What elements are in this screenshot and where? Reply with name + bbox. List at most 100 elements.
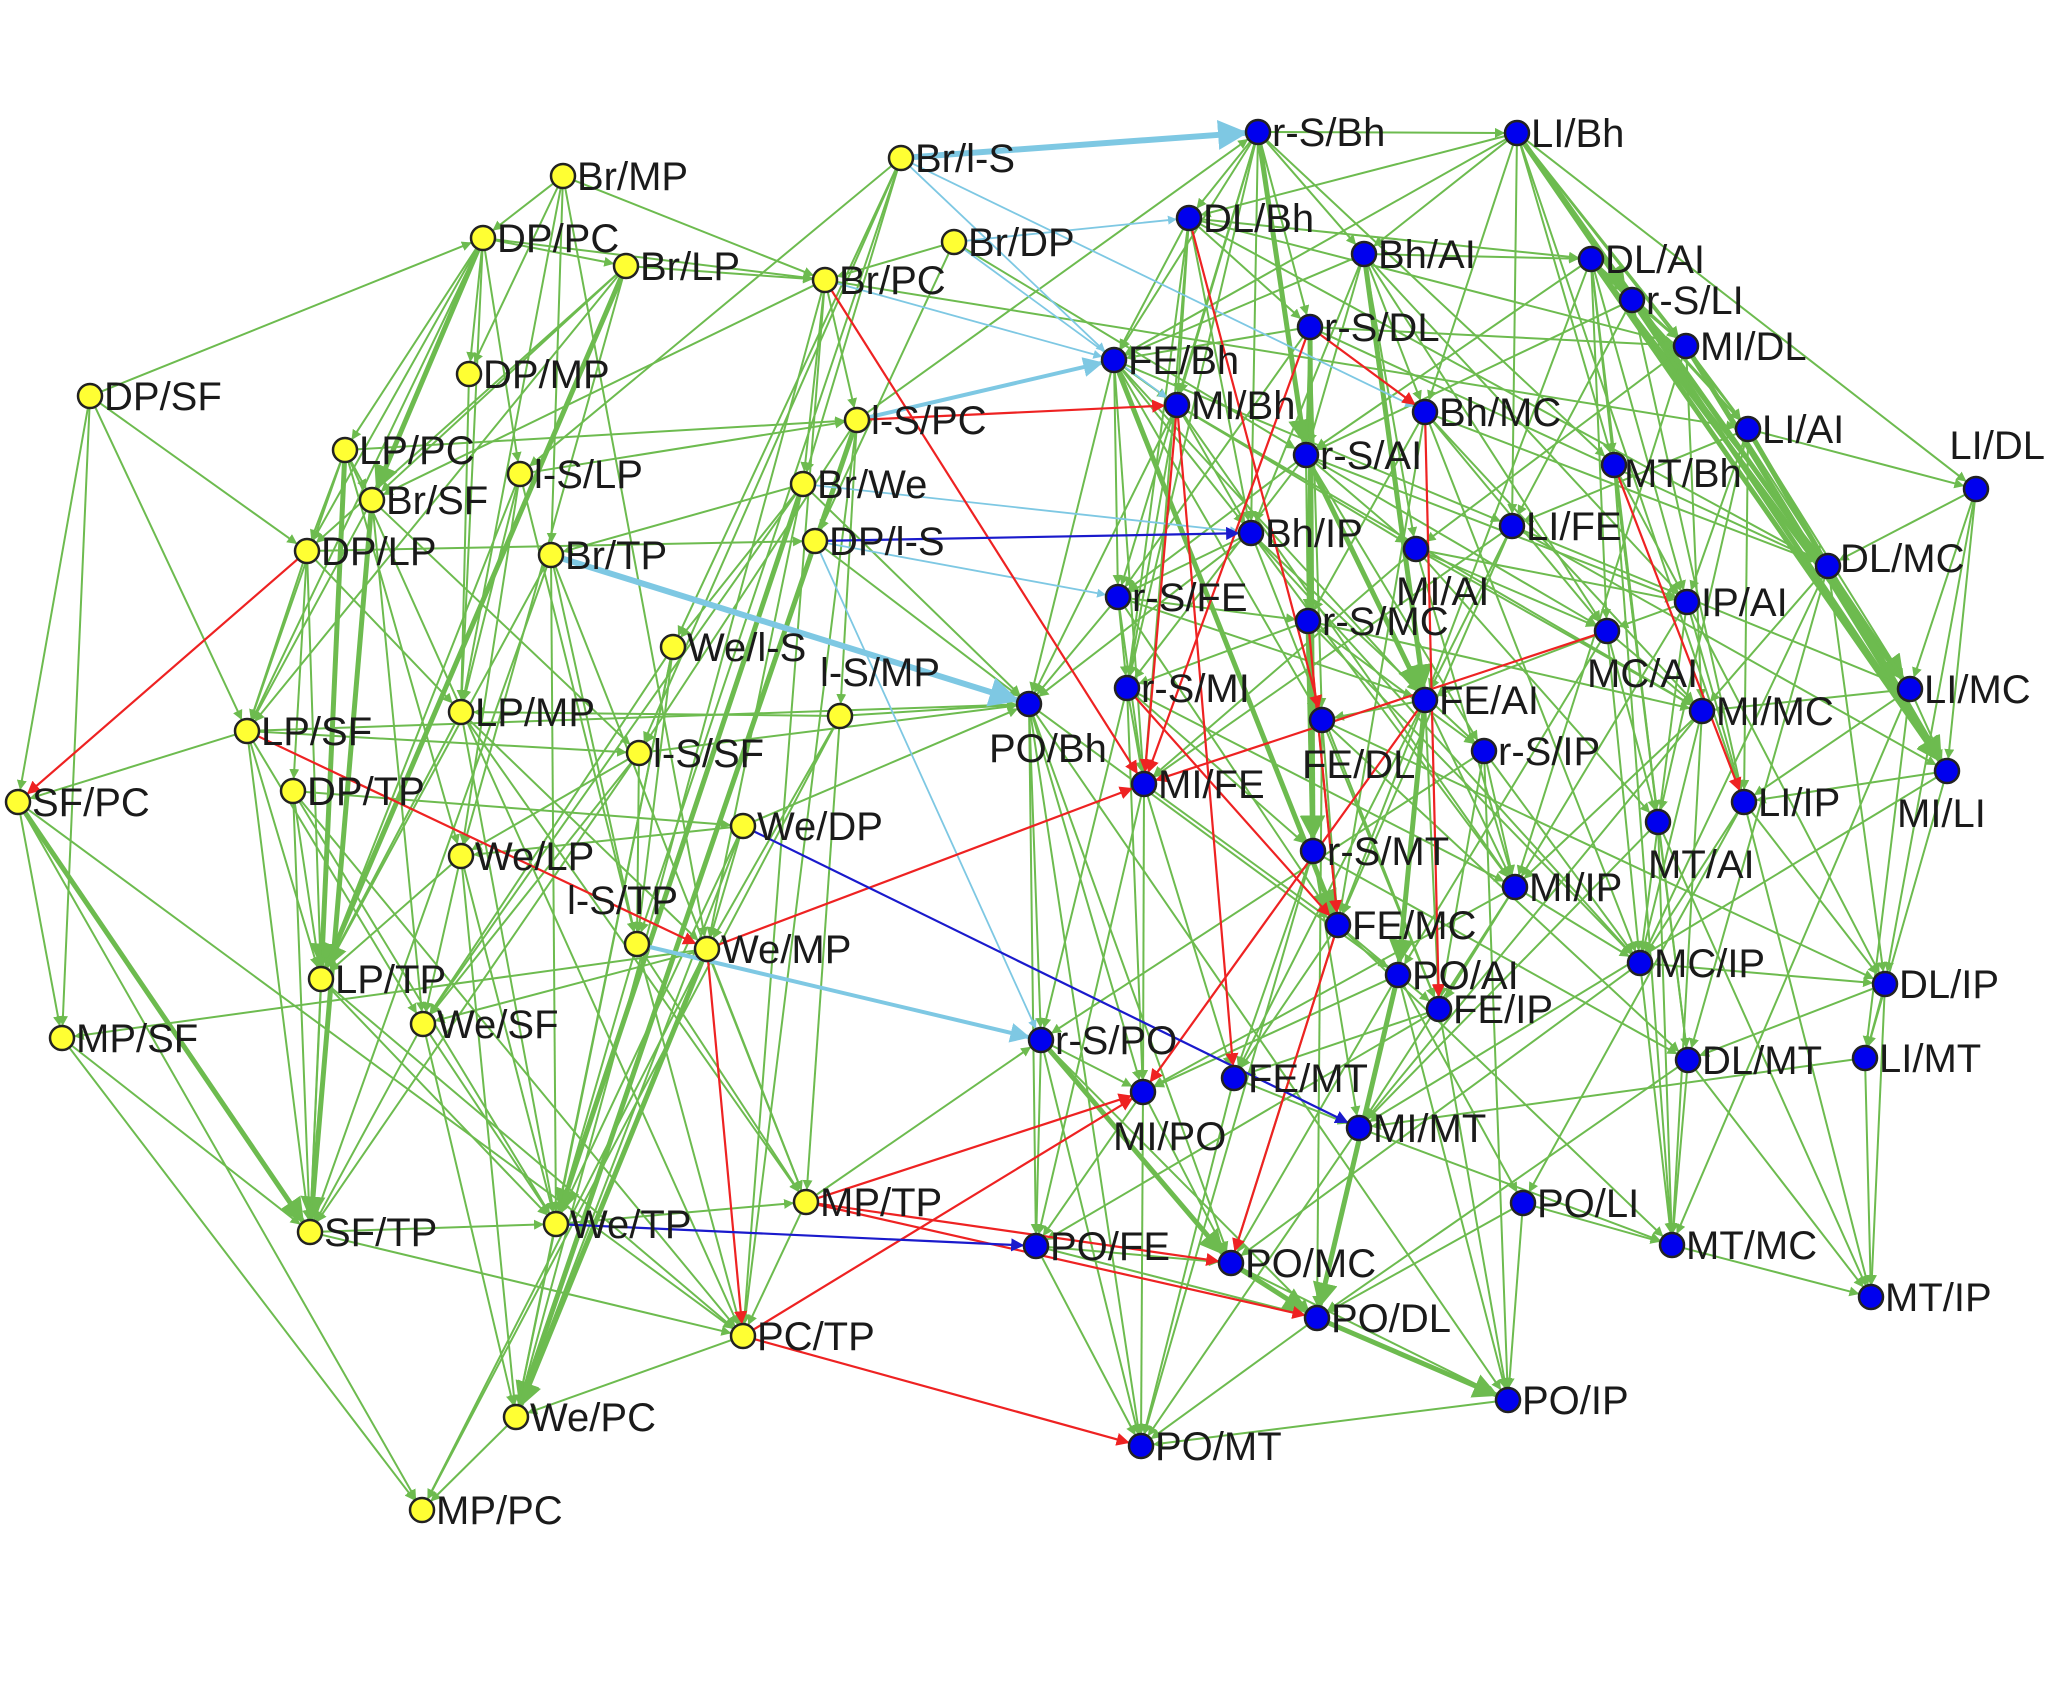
edge-green (1866, 996, 1886, 1286)
node-label: FE/IP (1453, 988, 1553, 1032)
edge-green (802, 728, 841, 1191)
edge-green (457, 250, 484, 701)
edge-green (1607, 643, 1643, 952)
node-label: MI/Bh (1191, 384, 1295, 428)
node-dot (1175, 204, 1203, 232)
node-label: r-S/AI (1320, 434, 1422, 478)
edge-green (529, 165, 892, 467)
node: DP/MP (455, 353, 610, 397)
node-dot (279, 777, 307, 805)
node-dot (76, 382, 104, 410)
edge-green (374, 248, 481, 491)
edge-green (1048, 1246, 1220, 1267)
edge-green (1183, 415, 1509, 878)
edge-green (546, 188, 564, 544)
edge-green (259, 730, 628, 757)
edge-red (1319, 333, 1416, 406)
node-dot (826, 702, 854, 730)
node-label: IP/AI (1701, 581, 1788, 625)
edge-green (639, 956, 743, 1325)
edge-green (1311, 465, 1479, 741)
node: LI/MT (1851, 1037, 1981, 1081)
edge-green (99, 402, 298, 545)
node-label: Bh/AI (1378, 233, 1476, 277)
edge-green (23, 812, 417, 1500)
node-dot (1324, 911, 1352, 939)
edge-green (1321, 331, 1818, 562)
node-dot (1509, 1189, 1537, 1217)
node-dot (811, 266, 839, 294)
edge-green (249, 563, 304, 720)
node: DL/MT (1674, 1039, 1822, 1083)
node: Bh/IP (1237, 512, 1363, 556)
edge-green (1613, 477, 1676, 1234)
node-label: We/SF (437, 1003, 559, 1047)
edge-green (555, 495, 802, 1215)
edge-green (1116, 371, 1337, 916)
node: We/SF (409, 1003, 559, 1047)
edge-green (1153, 790, 1329, 919)
edge-green (469, 720, 699, 941)
node: We/MP (693, 928, 851, 972)
node: r-S/MT (1299, 830, 1449, 874)
edge-green (1668, 1072, 1688, 1234)
node-dot (296, 1218, 324, 1246)
node: MT/Bh (1600, 451, 1742, 496)
edge-green (1142, 863, 1311, 1435)
node-label: Br/PC (839, 259, 946, 303)
edge-green (1616, 638, 1693, 704)
node-label: MI/IP (1529, 866, 1622, 910)
edge-green (1341, 711, 1422, 914)
edge-green (1333, 724, 1875, 980)
node-dot (1303, 1304, 1331, 1332)
edge-green (1041, 1257, 1136, 1436)
edge-green (1313, 422, 1420, 611)
edge-green (289, 563, 308, 780)
edge-green (560, 837, 739, 1214)
node-dot (1345, 1114, 1373, 1142)
node-label: MI/MT (1373, 1107, 1486, 1151)
edge-green (515, 431, 856, 1408)
node-label: We/MP (721, 928, 851, 972)
edge-green (836, 244, 942, 279)
node-dot (1411, 398, 1439, 426)
edge-green (326, 723, 456, 969)
edge-green (1593, 271, 1686, 591)
node-dot (447, 698, 475, 726)
edge-red (818, 1093, 1132, 1200)
edge-green (1257, 144, 1314, 445)
edge-green (1322, 326, 1675, 350)
edge-green (1032, 715, 1229, 1252)
edge-green (1713, 689, 1898, 714)
edge-green (1124, 138, 1507, 355)
edge-green (1307, 266, 1362, 444)
node-dot (1127, 1432, 1155, 1460)
node-label: PO/Bh (989, 727, 1107, 771)
edge-green (461, 868, 519, 1406)
edge-green (1689, 440, 1745, 591)
node: Br/MP (549, 155, 688, 199)
edge-green (326, 565, 546, 969)
node-label: Br/DP (968, 221, 1075, 265)
node: We/l-S (659, 626, 806, 670)
edge-green (1657, 834, 1677, 1234)
edge-green (1127, 144, 1256, 677)
edge-green (1119, 144, 1256, 586)
node: r-S/DL (1296, 306, 1440, 350)
edge-green (550, 567, 561, 1213)
edge-green (1753, 695, 1900, 796)
node-dot (1129, 1078, 1157, 1106)
edge-green (816, 1046, 1032, 1196)
node-dot (792, 1188, 820, 1216)
edge-green (1197, 225, 1302, 320)
edge-green (19, 814, 63, 1027)
edge-green (1200, 135, 1505, 218)
node-dot (1688, 697, 1716, 725)
edge-green (1152, 1400, 1496, 1449)
edge-green (1637, 309, 1942, 763)
edge-green (1028, 716, 1046, 1029)
node: We/LP (447, 835, 594, 879)
node-dot (1857, 1283, 1885, 1311)
edge-red (26, 558, 298, 795)
